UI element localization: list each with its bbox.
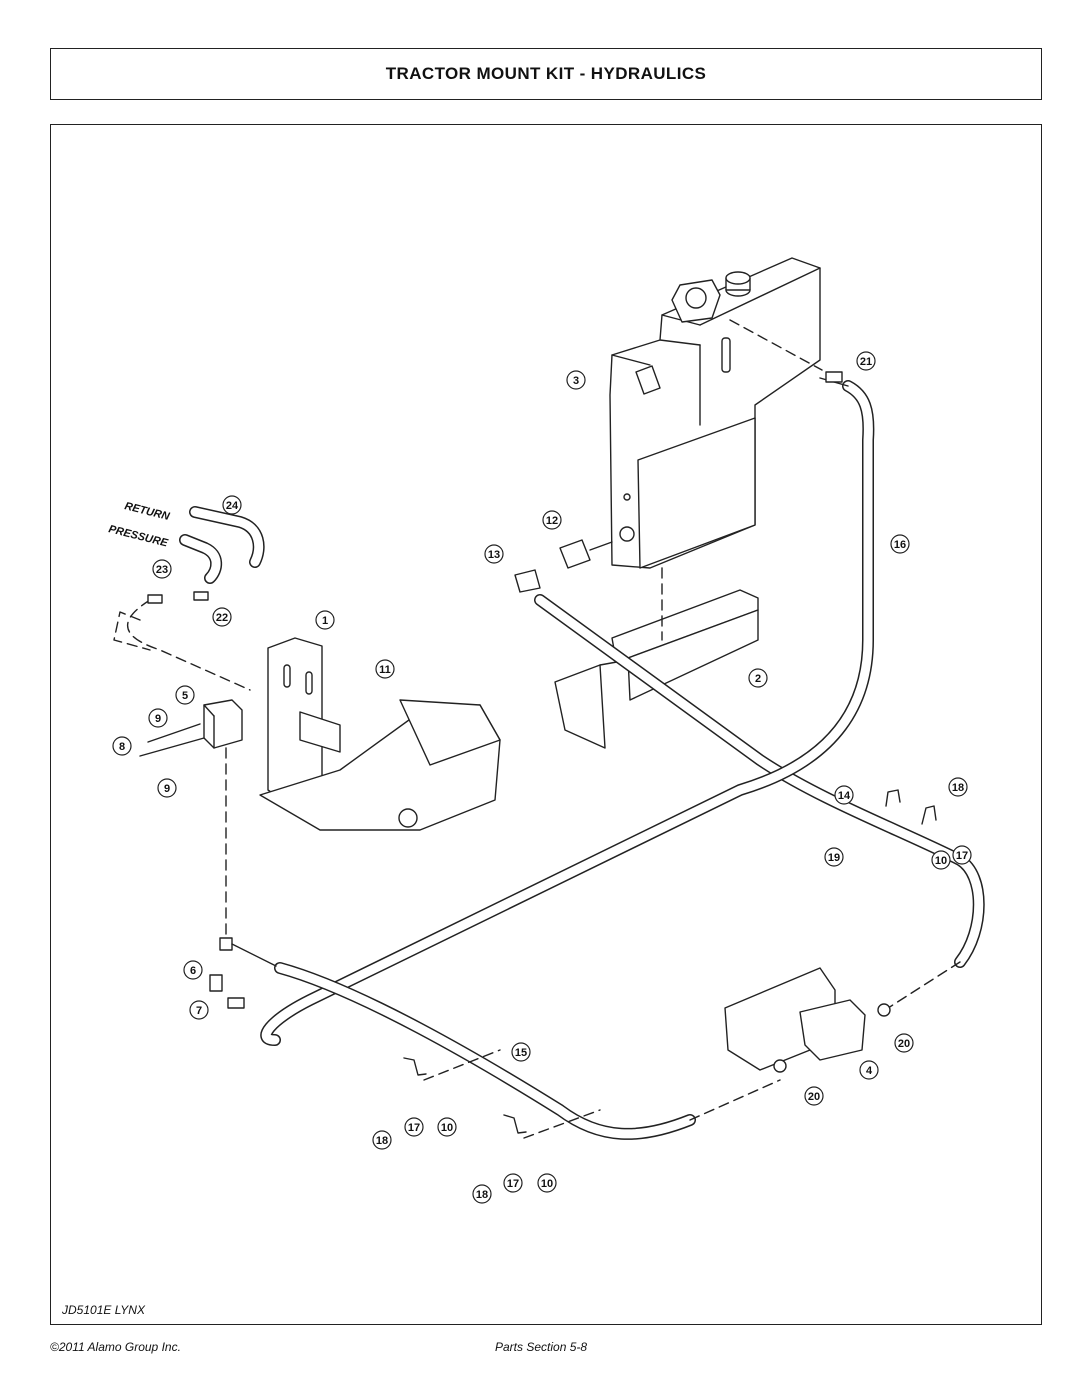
leader-hose14-pump bbox=[884, 961, 961, 1011]
callout-8: 8 bbox=[119, 741, 125, 753]
filler-cap bbox=[671, 279, 721, 323]
fitting-12 bbox=[559, 539, 613, 569]
callout-4: 4 bbox=[866, 1065, 873, 1077]
callout-17b: 17 bbox=[507, 1178, 519, 1190]
bolt-8 bbox=[139, 737, 205, 757]
callout-5: 5 bbox=[182, 690, 188, 702]
callout-16: 16 bbox=[894, 539, 906, 551]
callout-20a: 20 bbox=[898, 1038, 910, 1050]
fitting-21 bbox=[825, 371, 843, 383]
copyright-text: ©2011 Alamo Group Inc. bbox=[50, 1340, 181, 1354]
bolt-9 bbox=[147, 723, 201, 743]
model-label: JD5101E LYNX bbox=[62, 1303, 145, 1317]
clamp-10 bbox=[403, 789, 937, 1134]
callout-10b: 10 bbox=[541, 1178, 553, 1190]
page-title: TRACTOR MOUNT KIT - HYDRAULICS bbox=[385, 64, 707, 83]
tank-support-bracket bbox=[554, 589, 759, 749]
pump-bracket bbox=[724, 967, 891, 1073]
callout-15: 15 bbox=[515, 1047, 527, 1059]
diagram-frame bbox=[50, 124, 1042, 1325]
callout-21: 21 bbox=[860, 356, 872, 368]
callout-9b: 9 bbox=[164, 783, 170, 795]
callout-11: 11 bbox=[379, 664, 391, 676]
callout-24: 24 bbox=[226, 500, 239, 512]
breather-cap bbox=[725, 271, 751, 297]
callout-18a: 18 bbox=[376, 1135, 388, 1147]
reservoir-tank bbox=[609, 257, 821, 569]
callout-14: 14 bbox=[838, 790, 851, 802]
tank-bracket bbox=[635, 365, 661, 395]
callout-9a: 9 bbox=[155, 713, 161, 725]
mount-bracket bbox=[259, 637, 501, 831]
elbow-fitting-7 bbox=[209, 974, 245, 1009]
callout-19: 19 bbox=[828, 852, 840, 864]
leader-clamp-1 bbox=[423, 1049, 501, 1081]
hose-pressure bbox=[179, 534, 223, 584]
callout-12: 12 bbox=[546, 515, 558, 527]
callout-13: 13 bbox=[488, 549, 500, 561]
callout-1: 1 bbox=[322, 615, 328, 627]
section-label: Parts Section 5-8 bbox=[495, 1340, 588, 1354]
hose-label-pressure: PRESSURE bbox=[107, 523, 169, 549]
callout-3: 3 bbox=[573, 375, 579, 387]
callout-18b: 18 bbox=[476, 1189, 488, 1201]
hose-15 bbox=[274, 962, 696, 1140]
callout-10c: 10 bbox=[935, 855, 947, 867]
callout-23: 23 bbox=[156, 564, 168, 576]
callout-17a: 17 bbox=[408, 1122, 420, 1134]
callout-10a: 10 bbox=[441, 1122, 453, 1134]
callout-6: 6 bbox=[190, 965, 196, 977]
valve-block bbox=[203, 699, 243, 749]
fitting-22 bbox=[147, 591, 209, 604]
leader-hose15-pump bbox=[689, 1079, 781, 1121]
hose-16 bbox=[260, 380, 875, 1046]
leader-clamp-2 bbox=[523, 1109, 601, 1139]
leader-tank-21 bbox=[729, 319, 823, 371]
callout-17c: 17 bbox=[956, 850, 968, 862]
callout-20b: 20 bbox=[808, 1091, 820, 1103]
tee-fitting-6 bbox=[219, 937, 277, 967]
page-title-box: TRACTOR MOUNT KIT - HYDRAULICS bbox=[50, 48, 1042, 100]
callout-7: 7 bbox=[196, 1005, 202, 1017]
callout-22: 22 bbox=[216, 612, 228, 624]
callouts: 1 2 3 4 5 6 7 8 9 9 10 10 10 10 11 12 13… bbox=[112, 351, 972, 1204]
callout-18c: 18 bbox=[952, 782, 964, 794]
leader-hoses-valve bbox=[127, 599, 251, 691]
hose-label-return: RETURN bbox=[123, 500, 171, 523]
callout-2: 2 bbox=[755, 673, 761, 685]
leader-hoses-valve-2 bbox=[113, 611, 151, 651]
hose-return bbox=[189, 506, 265, 568]
fitting-13 bbox=[514, 569, 541, 593]
